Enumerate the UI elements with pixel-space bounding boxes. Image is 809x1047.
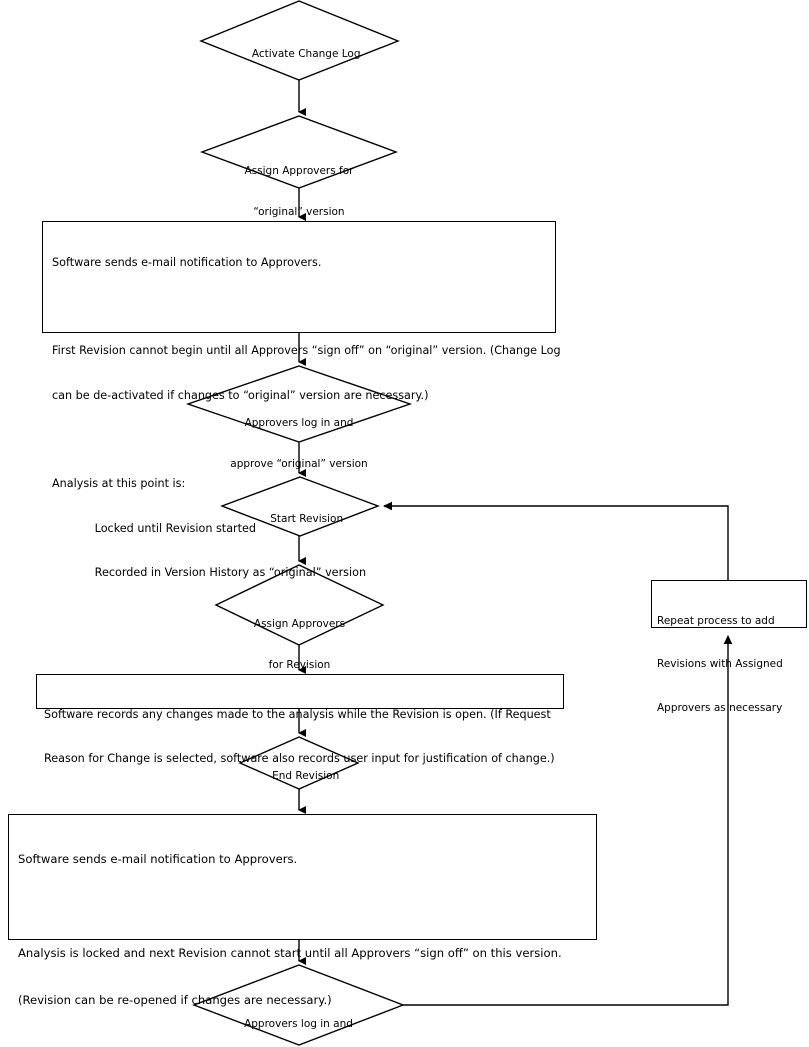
email1-line8: Recorded in Version History as “original… [52, 565, 367, 579]
activate-change-log-text: Activate Change Log [251, 47, 361, 60]
email1-line4: can be de-activated if changes to “origi… [52, 388, 429, 402]
email1-line6: Analysis at this point is: [52, 477, 186, 491]
email2-line3: Analysis is locked and next Revision can… [18, 946, 562, 961]
text-email-notification-original: Software sends e-mail notification to Ap… [52, 226, 561, 610]
email1-line3: First Revision cannot begin until all Ap… [52, 344, 561, 358]
repeat-line2: Revisions with Assigned [657, 658, 783, 671]
repeat-line3: Approvers as necessary [657, 701, 783, 714]
records-line2: Reason for Change is selected, software … [44, 751, 555, 765]
repeat-line1: Repeat process to add [657, 614, 775, 627]
records-line1: Software records any changes made to the… [44, 707, 551, 721]
assign-approvers-revision-line1: Assign Approvers [253, 618, 346, 631]
email2-line2 [18, 899, 593, 915]
label-activate-change-log: Activate Change Log [201, 34, 398, 75]
assign-approvers-original-line2: “original” version [253, 206, 345, 219]
email1-line2 [52, 300, 550, 315]
text-email-notification-revision: Software sends e-mail notification to Ap… [18, 820, 593, 1047]
assign-approvers-revision-line2: for Revision [268, 659, 331, 672]
email2-line4: (Revision can be re-opened if changes ar… [18, 993, 332, 1008]
email1-line5 [52, 433, 550, 448]
email1-line7: Locked until Revision started [52, 521, 257, 535]
email2-line5 [18, 1041, 593, 1047]
assign-approvers-original-line1: Assign Approvers for [244, 165, 354, 178]
email1-line1: Software sends e-mail notification to Ap… [52, 255, 322, 269]
box-repeat-process [651, 580, 807, 628]
box-email-notification-original [42, 221, 556, 333]
approvers-approve-original-line2: approve “original” version [230, 458, 368, 471]
text-software-records-changes: Software records any changes made to the… [44, 678, 560, 796]
email2-line1: Software sends e-mail notification to Ap… [18, 851, 298, 866]
text-repeat-process: Repeat process to add Revisions with Ass… [657, 585, 805, 744]
